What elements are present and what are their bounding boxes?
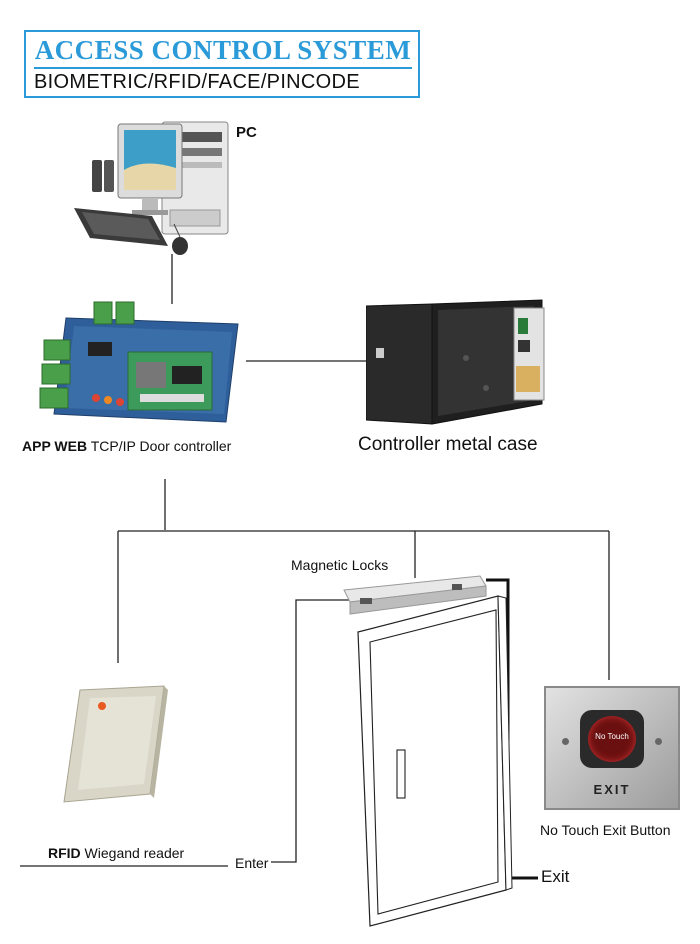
pc-icon	[74, 121, 229, 255]
enter-label: Enter	[235, 855, 269, 871]
wire-enter	[271, 599, 349, 863]
exit-button-plate: No Touch EXIT	[544, 686, 680, 810]
screw-icon	[562, 738, 569, 745]
screw-icon	[655, 738, 662, 745]
rfid-reader-icon	[63, 685, 168, 803]
reader-label: RFID Wiegand reader	[48, 845, 185, 861]
button-housing: No Touch	[580, 710, 644, 768]
button-plate-text: EXIT	[593, 782, 631, 797]
metal-case-label: Controller metal case	[358, 434, 538, 455]
exit-label: Exit	[541, 867, 570, 886]
page-subtitle: BIOMETRIC/RFID/FACE/PINCODE	[34, 71, 360, 93]
controller-label: APP WEB TCP/IP Door controller	[22, 438, 232, 454]
metal-case-icon	[366, 299, 545, 425]
page-title: ACCESS CONTROL SYSTEM	[34, 35, 412, 65]
title-underline	[34, 67, 412, 69]
magnetic-locks-label: Magnetic Locks	[291, 557, 389, 573]
magnetic-lock-icon	[343, 575, 487, 615]
button-face-text: No Touch	[595, 732, 629, 741]
door-controller-board	[39, 301, 239, 423]
pc-label: PC	[236, 124, 257, 141]
no-touch-sensor: No Touch	[588, 716, 636, 762]
door-icon	[357, 595, 513, 927]
exit-button-label: No Touch Exit Button	[540, 822, 671, 838]
title-box: ACCESS CONTROL SYSTEM BIOMETRIC/RFID/FAC…	[24, 30, 420, 98]
